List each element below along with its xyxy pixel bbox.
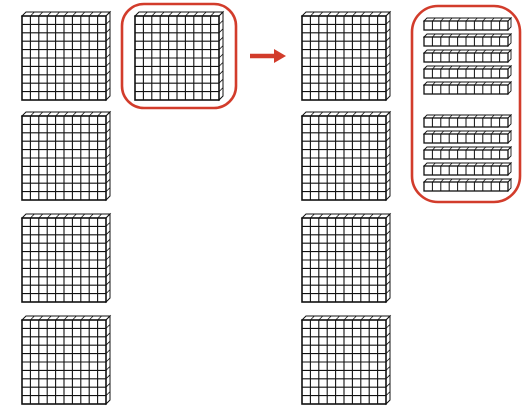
tens-rod bbox=[424, 147, 511, 159]
hundreds-flat-left bbox=[22, 316, 110, 404]
hundreds-flat-left bbox=[22, 214, 110, 302]
tens-rods-layer bbox=[424, 18, 511, 191]
hundreds-flat-right bbox=[302, 12, 390, 100]
hundreds-flat-right bbox=[302, 112, 390, 200]
tens-rod bbox=[424, 34, 511, 46]
hundreds-flat-right bbox=[302, 316, 390, 404]
hundreds-flat-highlighted bbox=[135, 12, 223, 100]
hundreds-flats-layer bbox=[22, 12, 390, 404]
hundreds-flat-right bbox=[302, 214, 390, 302]
tens-rod bbox=[424, 66, 511, 78]
right-arrow-icon bbox=[250, 49, 286, 63]
tens-rod bbox=[424, 18, 511, 30]
hundreds-flat-left bbox=[22, 112, 110, 200]
tens-rod bbox=[424, 179, 511, 191]
arrow-layer bbox=[250, 49, 286, 63]
hundreds-flat-left bbox=[22, 12, 110, 100]
tens-rod bbox=[424, 131, 511, 143]
tens-rod bbox=[424, 115, 511, 127]
tens-rod bbox=[424, 163, 511, 175]
tens-rod bbox=[424, 50, 511, 62]
tens-rod bbox=[424, 82, 511, 94]
